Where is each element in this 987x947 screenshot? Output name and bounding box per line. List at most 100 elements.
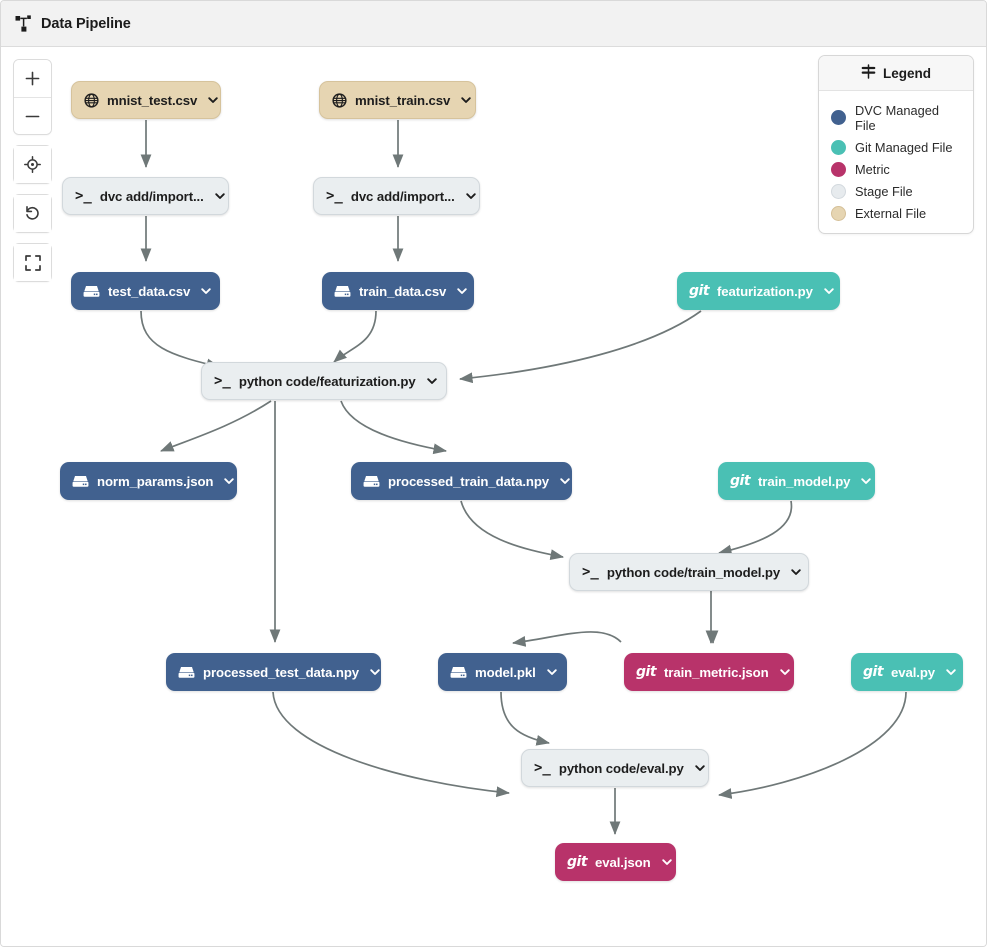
center-view-button[interactable]: [13, 145, 52, 184]
legend-item-label: Git Managed File: [855, 139, 953, 155]
git-icon: git: [863, 664, 884, 680]
fullscreen-button[interactable]: [13, 243, 52, 282]
page-title: Data Pipeline: [41, 15, 131, 32]
chevron-down-icon[interactable]: [460, 94, 472, 106]
legend-swatch: [831, 161, 846, 177]
graph-node-label: eval.json: [595, 854, 651, 870]
globe-icon: [332, 92, 347, 108]
crosshair-icon[interactable]: [14, 146, 51, 183]
chevron-down-icon[interactable]: [214, 190, 226, 202]
terminal-icon: >_: [214, 373, 231, 389]
chevron-down-icon[interactable]: [465, 190, 477, 202]
chevron-down-icon[interactable]: [200, 285, 212, 297]
graph-node-train_metric[interactable]: git train_metric.json: [624, 653, 794, 691]
graph-canvas[interactable]: Legend DVC Managed File Git Managed File…: [1, 47, 986, 946]
graph-node-label: featurization.py: [717, 283, 813, 299]
drive-icon: [334, 284, 351, 299]
graph-node-label: dvc add/import...: [99, 188, 204, 204]
legend-item-dvc-managed-file: DVC Managed File: [819, 99, 973, 136]
graph-node-norm_params[interactable]: norm_params.json: [60, 462, 237, 500]
graph-node-label: eval.py: [891, 664, 936, 680]
chevron-down-icon[interactable]: [694, 762, 706, 774]
git-icon: git: [730, 473, 751, 489]
chevron-down-icon[interactable]: [546, 666, 558, 678]
canvas-toolbar: [13, 59, 52, 282]
legend-swatch: [831, 139, 846, 155]
git-icon: git: [636, 664, 657, 680]
chevron-down-icon[interactable]: [790, 566, 802, 578]
graph-node-label: train_metric.json: [664, 664, 769, 680]
graph-node-label: model.pkl: [475, 664, 536, 680]
graph-node-label: python code/eval.py: [558, 760, 684, 776]
window-titlebar: Data Pipeline: [1, 1, 986, 47]
legend-item-git-managed-file: Git Managed File: [819, 136, 973, 158]
graph-edges: [140, 120, 907, 836]
chevron-down-icon[interactable]: [661, 856, 673, 868]
chevron-down-icon[interactable]: [207, 94, 219, 106]
terminal-icon: >_: [582, 564, 599, 580]
graph-node-dvc_add_train[interactable]: >_ dvc add/import...: [313, 177, 480, 215]
terminal-icon: >_: [534, 760, 551, 776]
chevron-down-icon[interactable]: [559, 475, 571, 487]
graph-node-test_data[interactable]: test_data.csv: [71, 272, 220, 310]
legend-item-label: External File: [855, 205, 927, 221]
git-icon: git: [567, 854, 588, 870]
zoom-out-button[interactable]: [14, 97, 51, 134]
graph-node-mnist_train[interactable]: mnist_train.csv: [319, 81, 476, 119]
drive-icon: [450, 665, 467, 680]
graph-node-label: dvc add/import...: [350, 188, 455, 204]
drive-icon: [363, 474, 380, 489]
graph-node-stage_featurize[interactable]: >_ python code/featurization.py: [201, 362, 447, 400]
graph-node-label: test_data.csv: [108, 283, 191, 299]
zoom-in-button[interactable]: [14, 60, 51, 97]
graph-node-model_pkl[interactable]: model.pkl: [438, 653, 567, 691]
graph-node-eval_json[interactable]: git eval.json: [555, 843, 676, 881]
graph-node-processed_test[interactable]: processed_test_data.npy: [166, 653, 381, 691]
chevron-down-icon[interactable]: [456, 285, 468, 297]
git-icon: git: [689, 283, 710, 299]
graph-node-stage_eval[interactable]: >_ python code/eval.py: [521, 749, 709, 787]
graph-node-label: processed_train_data.npy: [388, 473, 550, 489]
terminal-icon: >_: [75, 188, 92, 204]
legend-items: DVC Managed File Git Managed File Metric…: [819, 91, 973, 233]
legend-swatch: [831, 205, 846, 221]
legend-item-metric: Metric: [819, 158, 973, 180]
drive-icon: [178, 665, 195, 680]
chevron-down-icon[interactable]: [369, 666, 381, 678]
expand-icon[interactable]: [14, 244, 51, 281]
chevron-down-icon[interactable]: [823, 285, 835, 297]
graph-node-eval_py[interactable]: git eval.py: [851, 653, 963, 691]
undo-arrow-icon[interactable]: [14, 195, 51, 232]
globe-icon: [84, 92, 99, 108]
graph-node-label: train_model.py: [758, 473, 851, 489]
dag-icon: [15, 14, 33, 33]
graph-node-processed_train[interactable]: processed_train_data.npy: [351, 462, 572, 500]
chevron-down-icon[interactable]: [223, 475, 235, 487]
chevron-down-icon[interactable]: [945, 666, 957, 678]
graph-node-label: norm_params.json: [97, 473, 214, 489]
graph-node-mnist_test[interactable]: mnist_test.csv: [71, 81, 221, 119]
terminal-icon: >_: [326, 188, 343, 204]
reset-view-button[interactable]: [13, 194, 52, 233]
graph-node-train_model_py[interactable]: git train_model.py: [718, 462, 875, 500]
chevron-down-icon[interactable]: [426, 375, 438, 387]
legend-title: Legend: [882, 65, 931, 81]
legend-item-external-file: External File: [819, 202, 973, 224]
legend-panel: Legend DVC Managed File Git Managed File…: [818, 55, 974, 234]
graph-node-featurization_py[interactable]: git featurization.py: [677, 272, 840, 310]
legend-item-stage-file: Stage File: [819, 180, 973, 202]
chevron-down-icon[interactable]: [860, 475, 872, 487]
legend-header: Legend: [819, 56, 973, 91]
graph-node-label: mnist_train.csv: [355, 92, 451, 108]
legend-swatch: [831, 183, 846, 199]
legend-item-label: DVC Managed File: [855, 102, 939, 133]
chevron-down-icon[interactable]: [779, 666, 791, 678]
signpost-icon: [861, 64, 876, 82]
drive-icon: [72, 474, 89, 489]
graph-node-label: python code/featurization.py: [238, 373, 416, 389]
graph-node-dvc_add_test[interactable]: >_ dvc add/import...: [62, 177, 229, 215]
graph-node-stage_train[interactable]: >_python code/train_model.py: [569, 553, 809, 591]
graph-node-train_data[interactable]: train_data.csv: [322, 272, 474, 310]
legend-item-label: Stage File: [855, 183, 913, 199]
